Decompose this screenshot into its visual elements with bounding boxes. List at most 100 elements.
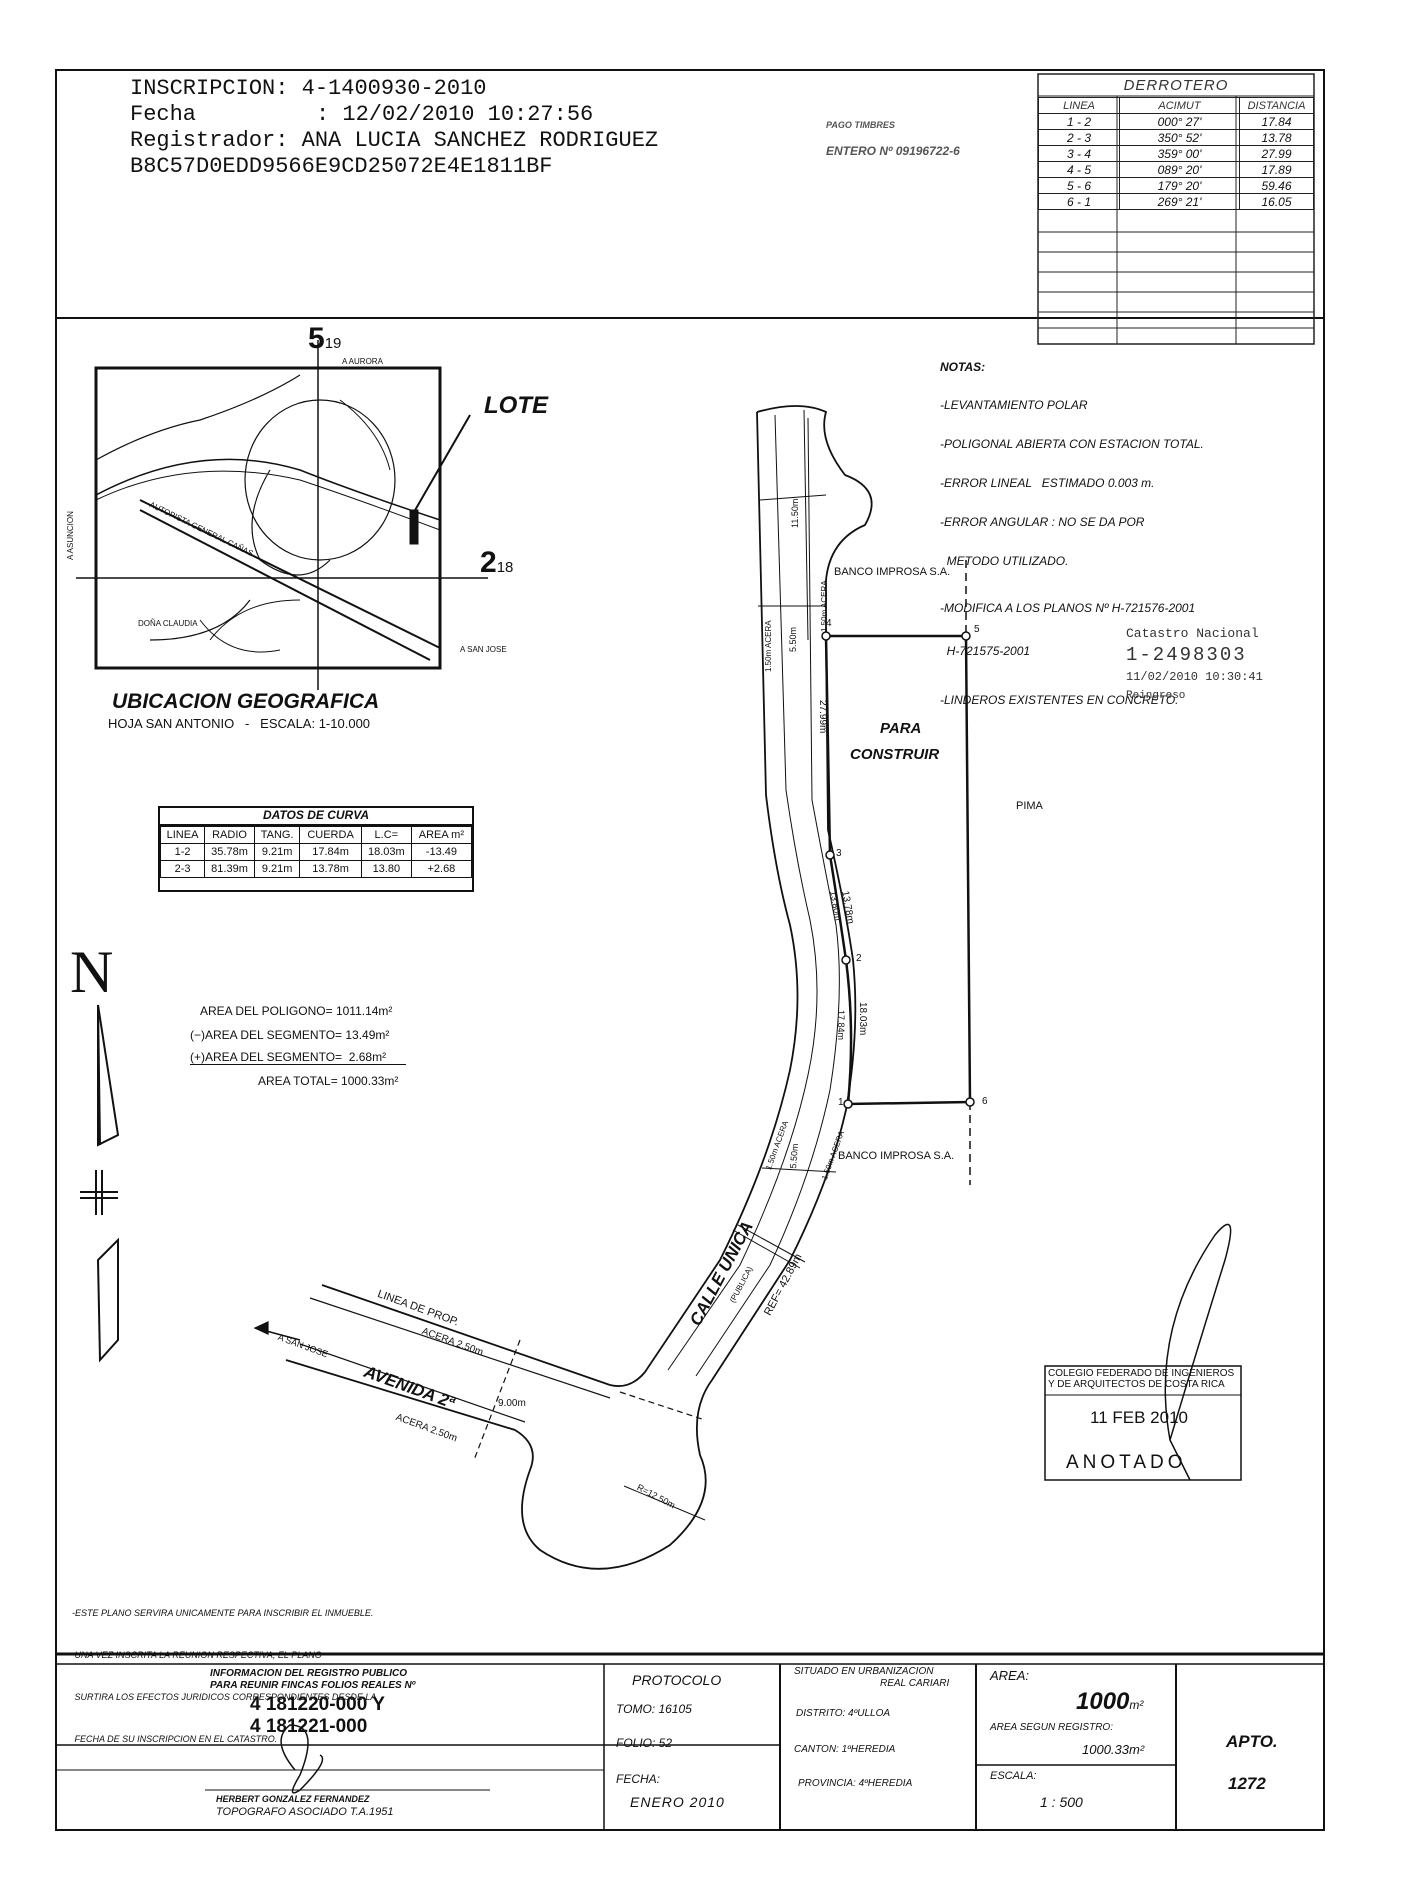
area-segmento-neg: (−)AREA DEL SEGMENTO= 13.49m² <box>190 1028 390 1042</box>
survey-points <box>821 631 975 1109</box>
width-550-north: 5.50m <box>788 626 798 652</box>
catastro-number: 1-2498303 <box>1126 644 1247 666</box>
banco-improsa-north: BANCO IMPROSA S.A. <box>834 566 951 578</box>
disclaimer-line: FECHA DE SU INSCRIPCION EN EL CATASTRO. <box>72 1734 278 1744</box>
grid-number-5: 519 <box>308 322 341 356</box>
location-map <box>76 340 488 690</box>
nota-item: -ERROR ANGULAR : NO SE DA POR <box>940 515 1145 529</box>
cell: 9.21m <box>253 860 301 878</box>
derrotero-header-linea: LINEA <box>1038 97 1120 114</box>
inscripcion-value: 4-1400930-2010 <box>301 76 487 101</box>
canton-label: CANTON: 1ºHEREDIA <box>794 1744 896 1755</box>
pago-timbres: PAGO TIMBRES <box>826 120 895 130</box>
catastro-status: Reingreso <box>1126 690 1186 702</box>
disclaimer-line: UNA VEZ INSCRITA LA REUNION RESPECTIVA, … <box>72 1650 322 1660</box>
stamp-frame <box>1044 1365 1242 1481</box>
cell: 13.80 <box>360 860 412 878</box>
fecha-value: : 12/02/2010 10:27:56 <box>316 102 594 127</box>
area-footer-value-wrap: 1000m² <box>1076 1688 1143 1716</box>
cell: 81.39m <box>204 860 255 878</box>
fecha-label: Fecha <box>130 102 197 127</box>
curva-table: LINEA RADIO TANG. CUERDA L.C= AREA m² 1-… <box>159 826 473 878</box>
area-footer-unit: m² <box>1129 1698 1144 1712</box>
cell: 16.05 <box>1239 193 1314 210</box>
grid-5-main: 5 <box>308 322 325 355</box>
dim-18-03: 18.03m <box>857 1002 868 1036</box>
nota-item: -POLIGONAL ABIERTA CON ESTACION TOTAL. <box>940 437 1204 451</box>
curva-header: L.C= <box>360 826 412 844</box>
apto-value: 1272 <box>1228 1774 1266 1793</box>
cell: 17.89 <box>1239 161 1314 178</box>
dim-17-84: 17.84m <box>836 1010 846 1041</box>
stamp-line-1: COLEGIO FEDERADO DE INGENIEROS <box>1048 1368 1235 1379</box>
provincia-label: PROVINCIA: 4ºHEREDIA <box>798 1778 913 1789</box>
registrador-value: ANA LUCIA SANCHEZ RODRIGUEZ <box>301 128 659 153</box>
nota-item: -LINDEROS EXISTENTES EN CONCRETO. <box>940 693 1179 707</box>
disclaimer-line: SURTIRA LOS EFECTOS JURIDICOS CORRESPOND… <box>72 1692 377 1702</box>
curva-header: LINEA <box>159 826 206 844</box>
map-label-dona-claudia: DOÑA CLAUDIA <box>138 619 198 628</box>
registro-info-line-2: PARA REUNIR FINCAS FOLIOS REALES Nº <box>210 1680 416 1691</box>
point-2: 2 <box>856 953 862 964</box>
cell: 6 - 1 <box>1038 193 1120 210</box>
fecha-footer-value: ENERO 2010 <box>630 1794 725 1810</box>
map-label-aurora: A AURORA <box>342 357 383 366</box>
width-900-label: 9.00m <box>498 1398 526 1409</box>
dim-11-50: 11.50m <box>790 498 800 528</box>
stamp-status: ANOTADO <box>1066 1452 1187 1473</box>
registro-hash: B8C57D0EDD9566E9CD25072E4E1811BF <box>130 154 553 179</box>
cell: 17.84m <box>299 843 362 861</box>
registro-block: INSCRIPCION: 4-1400930-2010 Fecha: 12/02… <box>130 76 658 180</box>
cell: 089° 20' <box>1119 161 1240 178</box>
map-label-asuncion: A ASUNCION <box>66 511 75 560</box>
cell: 35.78m <box>204 843 255 861</box>
disclaimer-line: -ESTE PLANO SERVIRA UNICAMENTE PARA INSC… <box>72 1608 374 1618</box>
stamp-header: COLEGIO FEDERADO DE INGENIEROS Y DE ARQU… <box>1048 1368 1234 1390</box>
topografo-title: TOPOGRAFO ASOCIADO T.A.1951 <box>216 1806 394 1818</box>
grid-2-sub: 18 <box>496 559 514 576</box>
acera-calle-2: 1.50m ACERA <box>820 580 829 632</box>
point-1: 1 <box>838 1097 844 1108</box>
area-total: AREA TOTAL= 1000.33m² <box>258 1074 399 1088</box>
escala-value: 1 : 500 <box>1040 1794 1083 1810</box>
derrotero-header-acimut: ACIMUT <box>1119 97 1240 114</box>
nota-item: H-721575-2001 <box>940 644 1031 658</box>
point-3: 3 <box>836 848 842 859</box>
cell: +2.68 <box>410 860 473 878</box>
cell: 27.99 <box>1239 145 1314 162</box>
cell: 3 - 4 <box>1038 145 1120 162</box>
nota-item: -ERROR LINEAL ESTIMADO 0.003 m. <box>940 476 1155 490</box>
ubicacion-title: UBICACION GEOGRAFICA <box>112 690 380 713</box>
dim-27-99: 27.99m <box>817 700 828 734</box>
apto-label: APTO. <box>1226 1732 1278 1751</box>
cell: 1 - 2 <box>1038 113 1120 130</box>
area-registro-label: AREA SEGUN REGISTRO: <box>990 1722 1113 1733</box>
north-arrow <box>80 1004 120 1363</box>
cell: 59.46 <box>1239 177 1314 194</box>
situado-line-1: SITUADO EN URBANIZACION <box>794 1666 934 1677</box>
cell: 18.03m <box>360 843 412 861</box>
cell: 4 - 5 <box>1038 161 1120 178</box>
derrotero-header-distancia: DISTANCIA <box>1239 97 1314 114</box>
tomo-label: TOMO: 16105 <box>616 1702 692 1716</box>
area-registro-value: 1000.33m² <box>1082 1742 1145 1757</box>
lote-marker <box>409 509 419 545</box>
area-poligono: AREA DEL POLIGONO= 1011.14m² <box>200 1004 393 1018</box>
avenida-road <box>253 1297 706 1521</box>
area-footer-value: 1000 <box>1076 1688 1130 1715</box>
lote-label: LOTE <box>484 392 548 419</box>
disclaimer-note: -ESTE PLANO SERVIRA UNICAMENTE PARA INSC… <box>72 1578 376 1760</box>
protocolo-label: PROTOCOLO <box>632 1672 722 1688</box>
curva-header: CUERDA <box>299 826 362 844</box>
nota-item: METODO UTILIZADO. <box>940 554 1069 568</box>
construir-label: CONSTRUIR <box>850 746 940 763</box>
cell: 2-3 <box>159 860 206 878</box>
catastro-label: Catastro Nacional <box>1126 626 1259 641</box>
north-label: N <box>70 939 114 1005</box>
nota-item: -MODIFICA A LOS PLANOS Nº H-721576-2001 <box>940 601 1196 615</box>
